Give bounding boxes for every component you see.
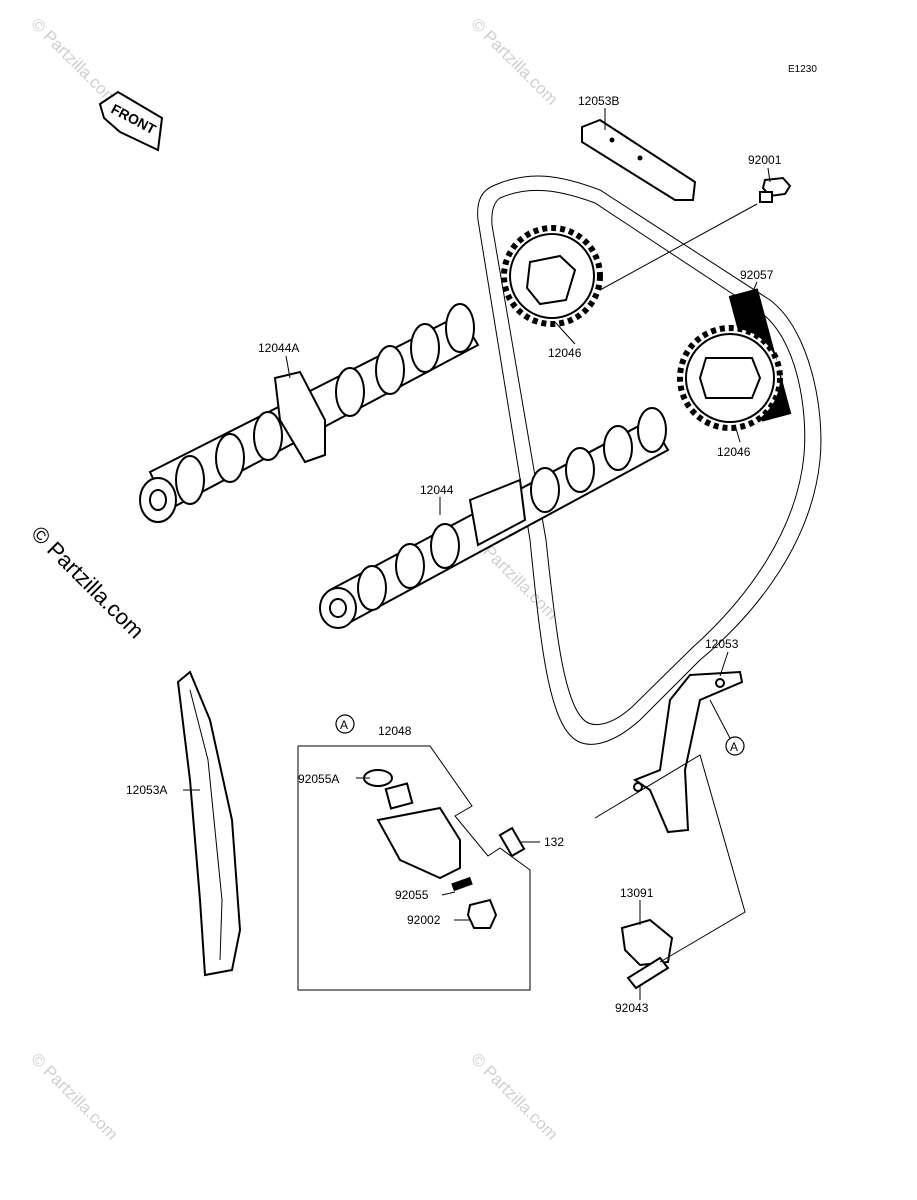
callout-a-left: A [335,714,355,734]
slipper-13091 [620,918,674,967]
diagram-code: E1230 [788,64,817,75]
label-12053: 12053 [705,637,739,651]
camshaft-12044 [319,407,670,629]
front-arrow-icon: FRONT [98,90,164,152]
label-13091: 13091 [620,886,654,900]
callout-a-right: A [725,736,745,756]
chain-guide-12053b [581,118,697,201]
watermark-top-left: © Partzilla.com [27,14,121,108]
label-92001: 92001 [748,153,782,167]
label-92002: 92002 [407,913,441,927]
pin-92043 [626,956,670,990]
chain-guide-12053a [176,670,242,977]
watermark-bottom-left: © Partzilla.com [27,1049,121,1143]
label-12048: 12048 [378,724,412,738]
tensioner-assembly-12048 [297,745,531,991]
label-92055: 92055 [395,888,429,902]
watermarks: © Partzilla.com © Partzilla.com © Partzi… [26,14,561,1143]
watermark-bottom-center: © Partzilla.com [467,1049,561,1143]
label-12044a: 12044A [258,341,299,355]
label-12046-right: 12046 [717,445,751,459]
camshaft-12044a [139,303,480,523]
tensioner-guide-12053 [632,670,744,834]
label-12053a: 12053A [126,783,167,797]
label-12046-top: 12046 [548,346,582,360]
sprocket-12046-top [501,225,603,327]
bolt-92001 [759,176,792,203]
part-labels: 12053B 92001 92057 12046 12046 12044A 12… [126,94,782,1015]
callout-a-left-label: A [340,718,348,732]
label-92057: 92057 [740,268,774,282]
watermark-left-side: © Partzilla.com [26,521,149,644]
sprocket-12046-right [677,325,783,431]
watermark-top-center: © Partzilla.com [467,14,561,108]
callout-a-right-label: A [730,740,738,754]
label-92043: 92043 [615,1001,649,1015]
label-12053b: 12053B [578,94,619,108]
leader-lines [183,108,771,1000]
label-12044: 12044 [420,483,454,497]
label-92055a: 92055A [298,772,339,786]
label-132: 132 [544,835,564,849]
